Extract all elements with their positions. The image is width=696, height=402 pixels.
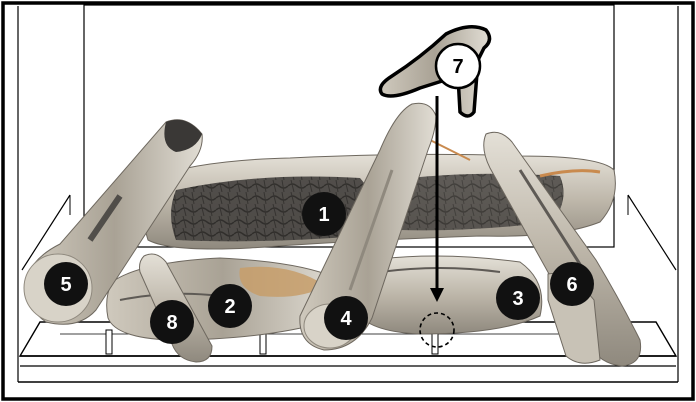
badge-4-label: 4: [340, 308, 352, 330]
callout-7: 7: [434, 42, 482, 90]
badge-5: 5: [44, 262, 88, 306]
log-3: [353, 255, 543, 335]
badge-2: 2: [208, 284, 252, 328]
placement-arrow-head: [430, 288, 444, 302]
callout-7-label: 7: [452, 56, 463, 78]
badge-3: 3: [496, 276, 540, 320]
badge-4: 4: [324, 296, 368, 340]
badge-3-label: 3: [512, 288, 523, 310]
grate-rail-right: [627, 194, 677, 271]
badge-1: 1: [302, 192, 346, 236]
grate-post-left: [105, 329, 113, 355]
badge-6-label: 6: [566, 274, 577, 296]
badge-5-label: 5: [60, 274, 71, 296]
placement-target-circle: [419, 312, 455, 348]
badge-8: 8: [150, 300, 194, 344]
badge-8-label: 8: [166, 312, 177, 334]
badge-2-label: 2: [224, 296, 235, 318]
badge-1-label: 1: [318, 204, 329, 226]
grate-rail-left: [21, 194, 71, 271]
badge-6: 6: [550, 262, 594, 306]
